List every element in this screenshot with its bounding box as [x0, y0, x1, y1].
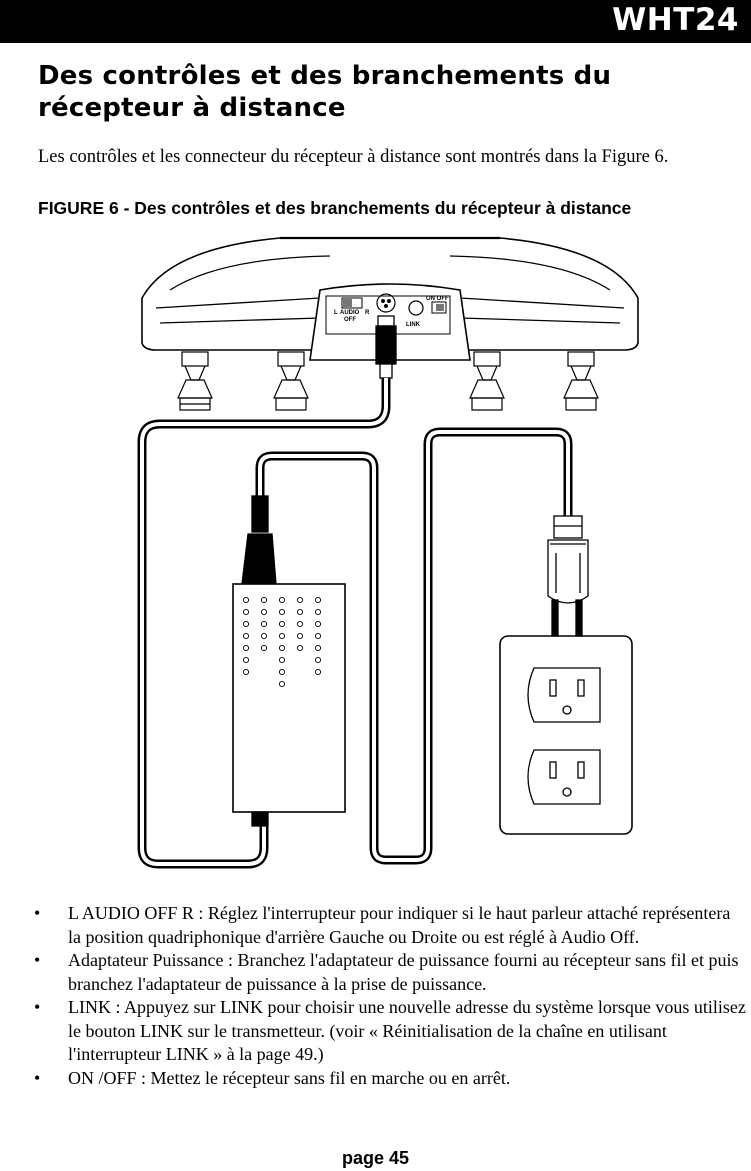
- label-audio: AUDIO: [340, 310, 360, 316]
- page-title: Des contrôles et des branchements du réc…: [38, 61, 612, 123]
- bullet-dot: •: [34, 1067, 41, 1088]
- list-item-text: LINK : Appuyez sur LINK pour choisir une…: [68, 997, 746, 1064]
- receiver-unit: [141, 236, 639, 411]
- label-on-off: ON OFF: [426, 296, 449, 302]
- dc-plug: [375, 315, 397, 379]
- bullet-dot: •: [34, 903, 41, 923]
- power-adapter: [232, 495, 346, 827]
- list-item: • ON /OFF : Mettez le récepteur sans fil …: [34, 1067, 746, 1091]
- dc-cable: [137, 378, 391, 869]
- receiver-connections-figure: L AUDIO OFF R ON OFF LINK: [137, 236, 639, 869]
- ac-cable: [255, 427, 573, 865]
- label-off: OFF: [344, 317, 356, 323]
- list-item-text: L AUDIO OFF R : Réglez l'interrupteur po…: [68, 903, 731, 947]
- feature-list: • L AUDIO OFF R : Réglez l'interrupteur p…: [34, 902, 746, 1090]
- intro-paragraph: Les contrôles et les connecteur du récep…: [38, 147, 669, 167]
- list-item: • Adaptateur Puissance : Branchez l'adapt…: [34, 949, 746, 996]
- ac-plug: [547, 515, 589, 637]
- list-item-text: Adaptateur Puissance : Branchez l'adapta…: [68, 950, 739, 994]
- list-item: • L AUDIO OFF R : Réglez l'interrupteur p…: [34, 902, 746, 949]
- bullet-dot: •: [34, 950, 41, 970]
- header-bar: WHT24: [0, 0, 751, 43]
- figure-caption: FIGURE 6 - Des contrôles et des branchem…: [38, 198, 632, 218]
- page-number: page 45: [341, 1148, 410, 1168]
- model-name: WHT24: [612, 2, 739, 38]
- wall-outlet: [499, 635, 633, 835]
- list-item: • LINK : Appuyez sur LINK pour choisir un…: [34, 996, 746, 1067]
- adapter-vents: [242, 596, 322, 688]
- label-link: LINK: [406, 322, 421, 328]
- bullet-dot: •: [34, 997, 41, 1017]
- label-left: L: [334, 310, 338, 316]
- list-item-text: ON /OFF : Mettez le récepteur sans fil e…: [68, 1067, 511, 1088]
- label-right: R: [365, 310, 370, 316]
